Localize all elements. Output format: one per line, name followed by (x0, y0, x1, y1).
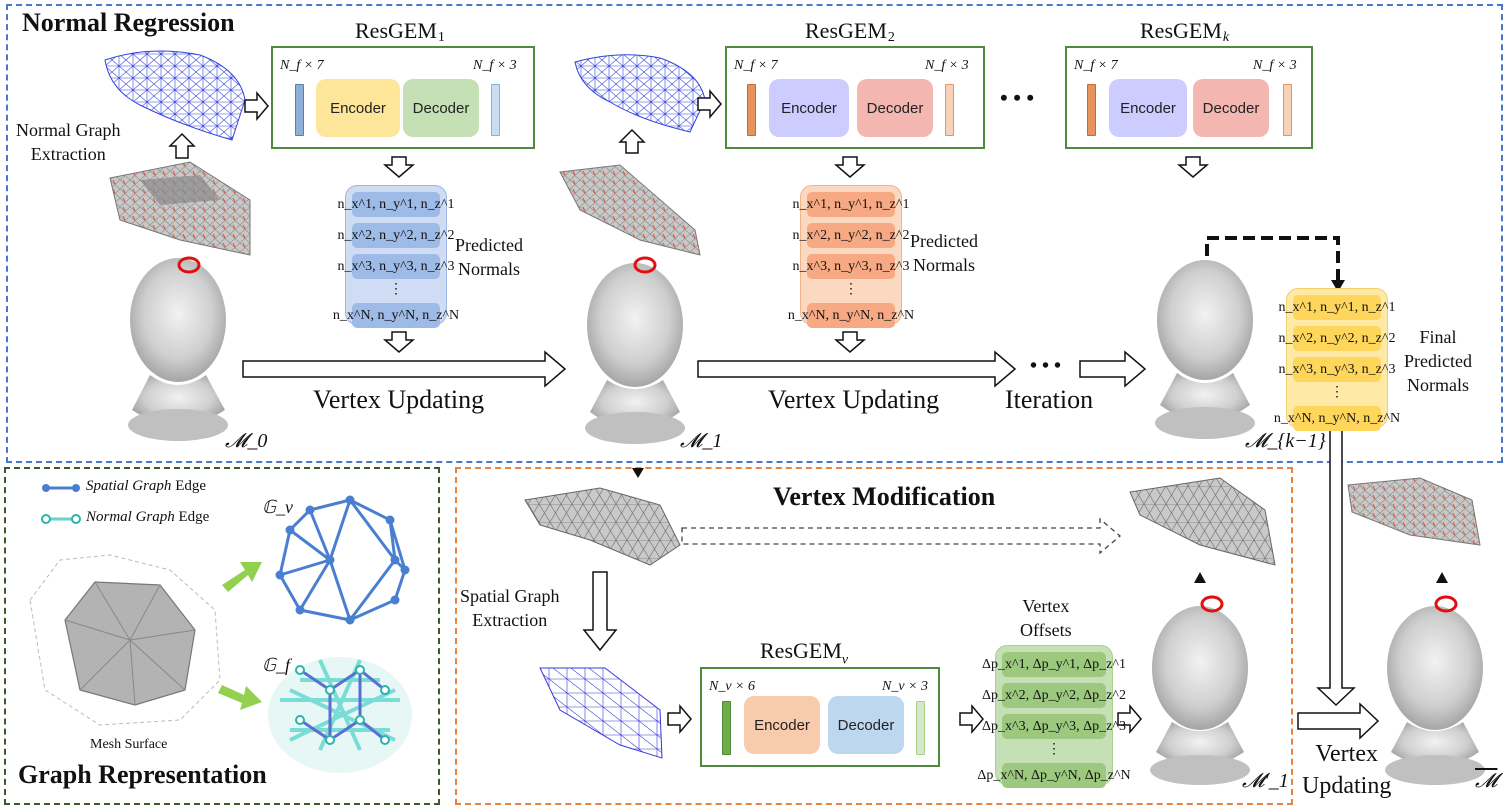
spatial-graph-gv (275, 495, 410, 625)
normal-entry: n_x^N, n_y^N, n_z^N (1274, 406, 1400, 431)
normal-ellipsis: ⋮ (389, 282, 403, 297)
mesh-surface-drawing (29, 554, 221, 726)
ellipsis-iteration: • • • (1030, 355, 1062, 377)
resgem-fk-title: ResGEMkf (1140, 18, 1230, 61)
graph-representation-title: Graph Representation (18, 760, 267, 789)
output-dim: N_f × 3 (473, 58, 517, 73)
resgem-v-block: N_v × 6 N_v × 3 Encoder Decoder (700, 667, 940, 767)
spatial-graph-extraction-label: Spatial Graph Extraction (460, 586, 560, 630)
resgem-fk-block: N_f × 7 N_f × 3 Encoder Decoder (1065, 46, 1313, 149)
encoder-block: Encoder (316, 79, 400, 137)
bust-m1-prime (1150, 595, 1250, 785)
output-dim: N_f × 3 (1253, 58, 1297, 73)
resgem-f2-title: ResGEM2f (805, 18, 895, 61)
predicted-normals-stack-1: n_x^1, n_y^1, n_z^1 n_x^2, n_y^2, n_z^2 … (333, 185, 459, 328)
offset-entry: Δp_x^3, Δp_y^3, Δp_z^3 (982, 714, 1126, 739)
normal-ellipsis: ⋮ (844, 282, 858, 297)
mesh-m1-prime-label: 𝓜′_1 (1242, 770, 1289, 792)
input-feature-bar (1087, 84, 1096, 136)
decoder-block: Decoder (403, 79, 479, 137)
gf-label: 𝔾_f (262, 655, 290, 675)
encoder-block: Encoder (744, 696, 820, 754)
mesh-m0-label: 𝓜_0 (225, 430, 268, 452)
bust-mk1 (1155, 260, 1255, 439)
normal-graph-edge-legend: Normal Graph Edge (86, 509, 210, 525)
bust-mbar (1385, 595, 1485, 785)
normal-entry: n_x^3, n_y^3, n_z^3 (338, 254, 454, 279)
vertex-updating-label-2: Vertex Updating (768, 385, 940, 414)
gv-label: 𝔾_v (262, 497, 293, 517)
normal-graph-mesh-1 (574, 54, 706, 133)
offset-entry: Δp_x^1, Δp_y^1, Δp_z^1 (982, 652, 1126, 677)
offset-entry: Δp_x^N, Δp_y^N, Δp_z^N (977, 763, 1131, 788)
vertex-offsets-label: Vertex Offsets (1020, 596, 1072, 640)
normal-entry: n_x^3, n_y^3, n_z^3 (1279, 357, 1395, 382)
normal-entry: n_x^1, n_y^1, n_z^1 (338, 192, 454, 217)
input-dim: N_f × 7 (734, 58, 778, 73)
iteration-label: Iteration (1005, 385, 1094, 414)
vertex-modification-title: Vertex Modification (773, 482, 996, 511)
output-feature-bar (945, 84, 954, 136)
normal-graph-mesh-0 (104, 50, 246, 141)
output-feature-bar (916, 701, 925, 755)
normal-entry: n_x^1, n_y^1, n_z^1 (793, 192, 909, 217)
output-dim: N_f × 3 (925, 58, 969, 73)
output-dim: N_v × 3 (882, 679, 928, 694)
predicted-normals-stack-2: n_x^1, n_y^1, n_z^1 n_x^2, n_y^2, n_z^2 … (788, 185, 914, 328)
predicted-normals-label-1: Predicted Normals (455, 235, 523, 279)
normal-regression-title: Normal Regression (22, 8, 235, 37)
encoder-block: Encoder (1109, 79, 1187, 137)
final-predicted-normals-label: Final Predicted Normals (1404, 327, 1472, 395)
input-dim: N_f × 7 (280, 58, 324, 73)
normal-graph-extraction-label: Normal Graph Extraction (16, 120, 121, 164)
decoder-block: Decoder (828, 696, 904, 754)
normal-entry: n_x^2, n_y^2, n_z^2 (338, 223, 454, 248)
predicted-normals-label-2: Predicted Normals (910, 231, 978, 275)
mesh-mk1-label: 𝓜_{k−1} (1245, 430, 1326, 452)
graph-representation-region (4, 467, 440, 805)
offset-ellipsis: ⋮ (1047, 742, 1061, 757)
resgem-f1-block: N_f × 7 N_f × 3 Encoder Decoder (271, 46, 535, 149)
normal-entry: n_x^2, n_y^2, n_z^2 (793, 223, 909, 248)
vertex-updating-label-3: Vertex Updating (1302, 741, 1392, 799)
spatial-graph-edge-legend: Spatial Graph Edge (86, 478, 207, 494)
mesh-mbar-label: 𝓜 (1475, 770, 1498, 792)
resgem-f2-block: N_f × 7 N_f × 3 Encoder Decoder (725, 46, 985, 149)
normal-entry: n_x^3, n_y^3, n_z^3 (793, 254, 909, 279)
encoder-block: Encoder (769, 79, 849, 137)
vertex-offsets-stack: Δp_x^1, Δp_y^1, Δp_z^1 Δp_x^2, Δp_y^2, Δ… (977, 645, 1131, 788)
normal-ellipsis: ⋮ (1330, 385, 1344, 400)
ellipsis-networks: • • • (1000, 85, 1035, 110)
input-feature-bar (747, 84, 756, 136)
normal-graph-gf (268, 657, 412, 773)
offset-entry: Δp_x^2, Δp_y^2, Δp_z^2 (982, 683, 1126, 708)
normal-entry: n_x^N, n_y^N, n_z^N (333, 303, 459, 328)
vertex-modification-region (455, 467, 1293, 805)
input-feature-bar (295, 84, 304, 136)
normal-entry: n_x^1, n_y^1, n_z^1 (1279, 295, 1395, 320)
mesh-m1-label: 𝓜_1 (680, 430, 723, 452)
normal-regression-region (6, 4, 1503, 463)
input-dim: N_f × 7 (1074, 58, 1118, 73)
input-feature-bar (722, 701, 731, 755)
mesh-surface-label: Mesh Surface (90, 737, 168, 752)
normal-entry: n_x^N, n_y^N, n_z^N (788, 303, 914, 328)
vertex-updating-label-1: Vertex Updating (313, 385, 485, 414)
decoder-block: Decoder (1193, 79, 1269, 137)
normal-entry: n_x^2, n_y^2, n_z^2 (1279, 326, 1395, 351)
resgem-v-title: ResGEMv (760, 638, 849, 668)
final-normals-stack: n_x^1, n_y^1, n_z^1 n_x^2, n_y^2, n_z^2 … (1274, 288, 1400, 431)
decoder-block: Decoder (857, 79, 933, 137)
bust-m1 (585, 256, 685, 444)
output-feature-bar (491, 84, 500, 136)
resgem-f1-title: ResGEM1f (355, 18, 445, 61)
bust-m0 (128, 256, 228, 441)
output-feature-bar (1283, 84, 1292, 136)
input-dim: N_v × 6 (709, 679, 755, 694)
